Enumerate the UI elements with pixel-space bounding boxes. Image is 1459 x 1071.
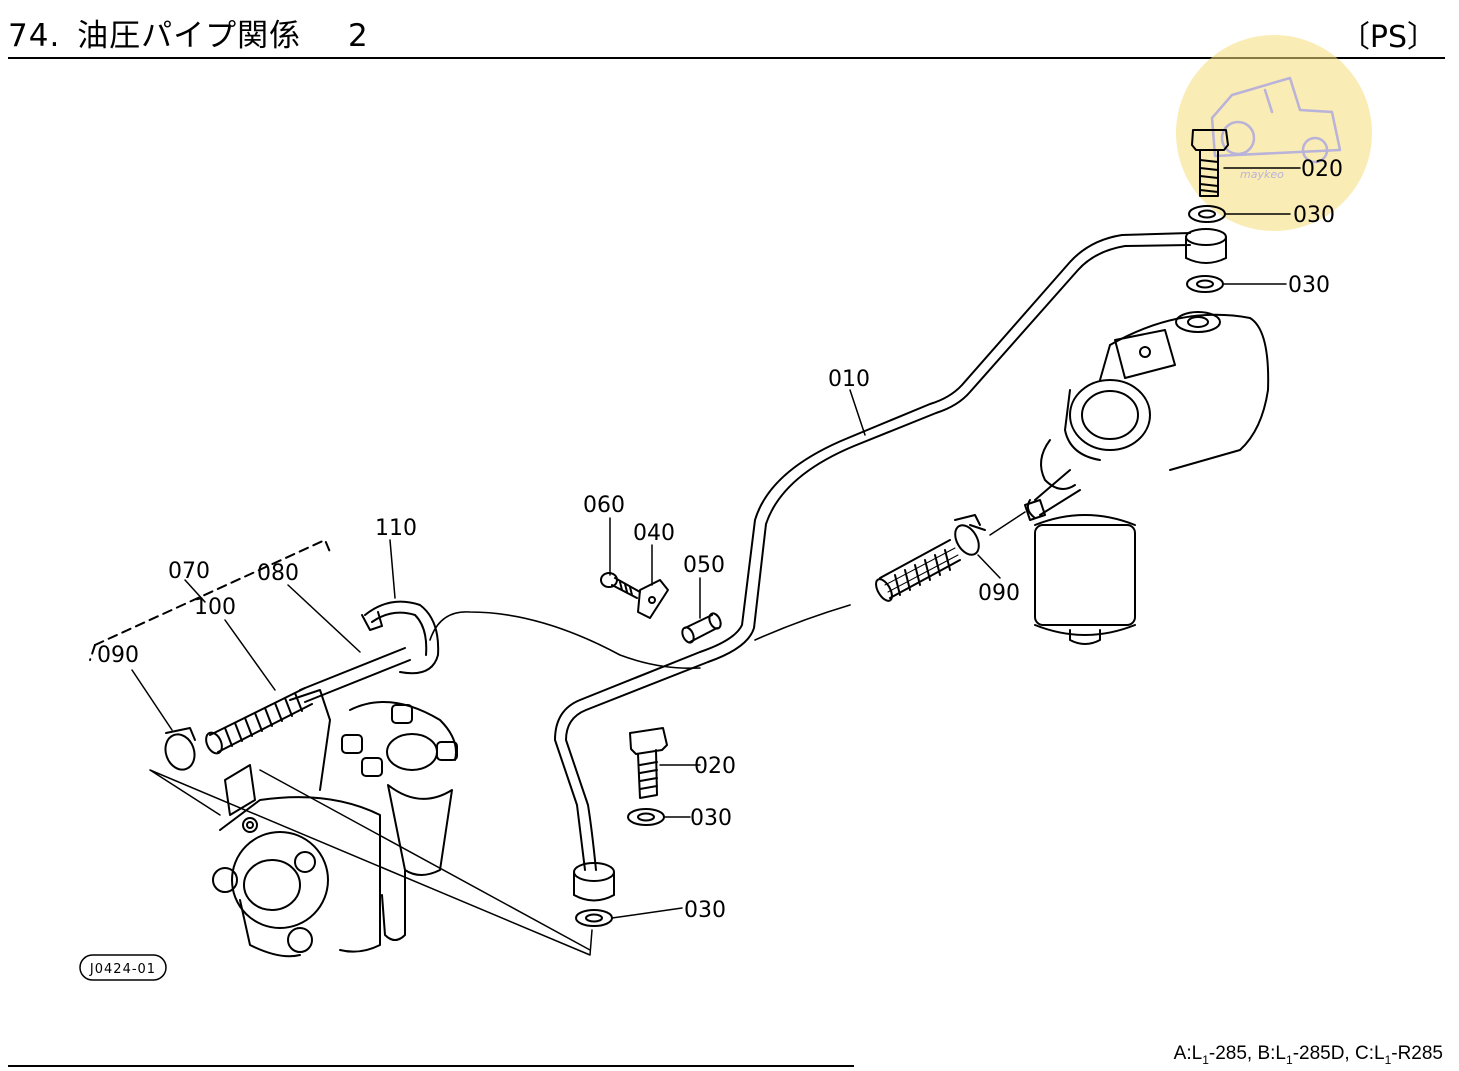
section-code: 〔PS〕 (1339, 20, 1437, 55)
label-030-d: 030 (684, 898, 726, 923)
hose-clamp-090-right (954, 514, 986, 556)
label-110: 110 (375, 516, 417, 541)
svg-text:J0424-01: J0424-01 (89, 962, 156, 977)
part-labels: 020 030 030 010 090 060 040 050 110 070 … (97, 157, 1343, 923)
steering-unit (1026, 311, 1270, 645)
leader-lines (131, 167, 1301, 919)
eye-joint-right (1185, 228, 1227, 264)
eye-joint-mid (573, 862, 615, 902)
label-050: 050 (683, 553, 725, 578)
section-title: 油圧パイプ関係 (77, 18, 302, 54)
hydraulic-pump (212, 689, 458, 958)
hose-line (429, 611, 701, 670)
hose-right (875, 539, 961, 602)
pipe-010 (554, 232, 1191, 871)
footer-rule (8, 1065, 854, 1067)
bolt-020-mid (629, 727, 668, 799)
label-070: 070 (168, 559, 210, 584)
hose-100 (205, 687, 313, 755)
hose-clamp-090-left (164, 727, 196, 771)
label-040: 040 (633, 521, 675, 546)
washer-030-d (575, 909, 613, 927)
label-080: 080 (257, 561, 299, 586)
clip-040 (637, 579, 669, 619)
label-090-left: 090 (97, 643, 139, 668)
label-090-right: 090 (978, 581, 1020, 606)
label-020-mid: 020 (694, 754, 736, 779)
header-rule (8, 57, 1445, 59)
page-title: 74. 油圧パイプ関係 2 (8, 10, 369, 55)
section-subtitle: 2 (348, 18, 369, 54)
sleeve-050 (681, 612, 722, 644)
watermark-text: maykeo (1240, 168, 1284, 181)
figure-id-badge: J0424-01 (79, 954, 167, 981)
label-030-a: 030 (1293, 203, 1335, 228)
tractor-icon (1210, 76, 1342, 164)
hose-line-right (754, 604, 851, 641)
dashed-bracket (94, 539, 331, 646)
label-020-top: 020 (1301, 157, 1343, 182)
washer-030-b (1186, 275, 1224, 293)
watermark-logo: maykeo (1176, 35, 1372, 231)
label-030-c: 030 (690, 806, 732, 831)
section-number: 74. (8, 18, 61, 54)
model-applicability: A:L1-285, B:L1-285D, C:L1-R285 (1173, 1043, 1443, 1067)
band-110 (361, 600, 440, 675)
washer-030-c (627, 808, 665, 826)
label-010: 010 (828, 367, 870, 392)
pipe-080 (299, 647, 411, 703)
bolt-060 (600, 572, 641, 599)
label-100: 100 (194, 595, 236, 620)
bolt-020-top (1191, 129, 1229, 197)
washer-030-a (1188, 205, 1226, 223)
label-030-b: 030 (1288, 273, 1330, 298)
label-060: 060 (583, 493, 625, 518)
